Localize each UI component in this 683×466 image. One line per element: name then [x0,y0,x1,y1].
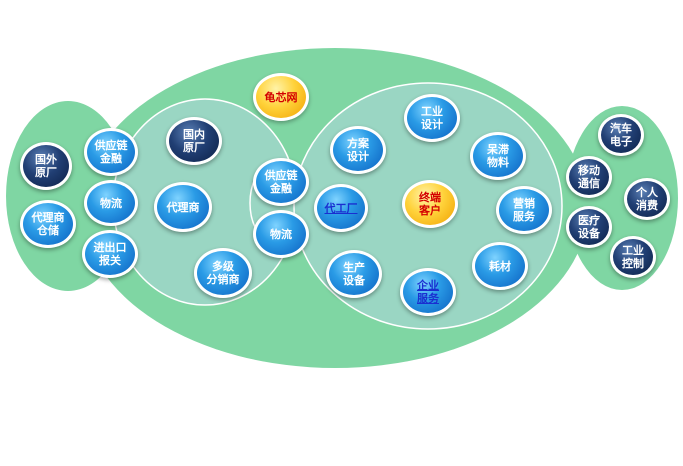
node-guowai-yuanchang: 国外 原厂 [20,142,72,190]
node-wuliu-mid: 物流 [253,210,309,258]
node-dailishang: 代理商 [154,182,212,232]
node-guonei-yuanchang: 国内 原厂 [166,117,222,165]
node-daigongchang[interactable]: 代工厂 [314,184,368,232]
node-qiye-fuwu[interactable]: 企业 服务 [400,268,456,316]
node-wuliu-left: 物流 [84,180,138,226]
node-gongyinglian-jinrong-mid: 供应链 金融 [253,158,309,206]
node-guixinwang: 龟芯网 [253,73,309,121]
node-fangan-sheji: 方案 设计 [330,126,386,174]
node-qiche-dianzi: 汽车 电子 [598,114,644,156]
node-shengchan-shebei: 生产 设备 [326,250,382,298]
node-gongye-kongzhi: 工业 控制 [610,236,656,278]
node-yiliao-shebei: 医疗 设备 [566,206,612,248]
node-duoji-fenxiaoshang: 多级 分销商 [194,248,252,298]
node-gongye-sheji: 工业 设计 [404,94,460,142]
node-dailishang-cangchu: 代理商 仓储 [20,200,76,248]
node-gongyinglian-jinrong-left: 供应链 金融 [84,128,138,176]
node-zhongduan-kehu: 终端 客户 [402,180,458,228]
node-yingxiao-fuwu: 营销 服务 [496,186,552,234]
node-haocai: 耗材 [472,242,528,290]
node-jinchukou-baoguan: 进出口 报关 [82,230,138,278]
node-yidong-tongxin: 移动 通信 [566,156,612,198]
node-daizhi-wuliao: 呆滞 物料 [470,132,526,180]
node-geren-xiaofei: 个人 消费 [624,178,670,220]
